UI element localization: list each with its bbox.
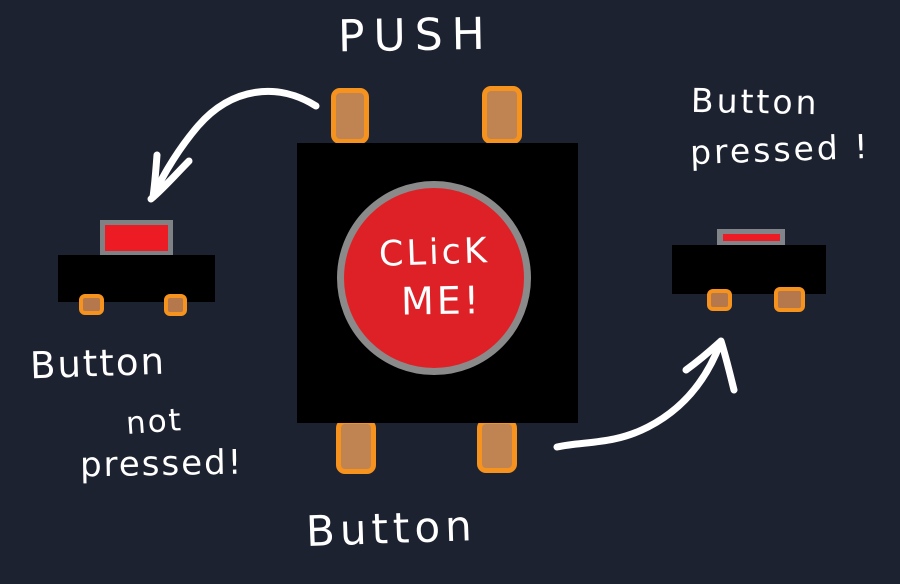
push-label: PUSH [337, 8, 495, 63]
not-pressed-label-line1: Button [29, 339, 167, 388]
click-me-label-line1: CLicK [377, 231, 491, 275]
switch-pin-bottom-right [477, 419, 517, 473]
not-pressed-pin-right [164, 294, 187, 316]
pressed-label-line2: pressed ! [689, 126, 872, 173]
not-pressed-plunger [100, 220, 173, 256]
pressed-pin-right [774, 287, 805, 312]
switch-pin-bottom-left [336, 419, 376, 474]
pressed-body [672, 245, 826, 294]
click-me-label-line2: ME! [401, 278, 483, 324]
click-me-button[interactable]: CLicK ME! [337, 181, 531, 375]
button-label: Button [305, 501, 478, 556]
arrow-to-pressed-icon [553, 337, 738, 451]
pressed-label-line1: Button [690, 80, 820, 123]
pressed-plunger-stripe [723, 234, 780, 241]
not-pressed-label-line3: pressed! [79, 442, 244, 486]
pressed-plunger [717, 229, 785, 246]
not-pressed-pin-left [79, 294, 104, 315]
not-pressed-label-line2: not [124, 402, 184, 442]
arrow-to-not-pressed-icon [147, 87, 320, 203]
switch-pin-top-right [482, 86, 522, 144]
switch-pin-top-left [331, 88, 369, 144]
pressed-pin-left [707, 289, 732, 311]
